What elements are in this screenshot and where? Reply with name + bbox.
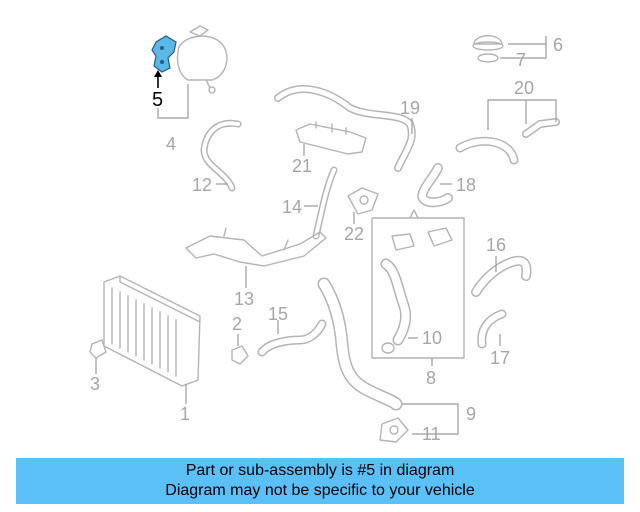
part-2-bracket[interactable] [231,345,249,365]
callout-12: 12 [192,175,212,195]
callout-4: 4 [166,134,176,154]
part-8-assembly[interactable] [371,209,465,359]
part-16-hose[interactable] [471,255,532,297]
banner-line-1: Part or sub-assembly is #5 in diagram [185,462,455,479]
part-19-pipe[interactable] [274,85,416,172]
callout-19: 19 [400,98,420,118]
callout-17: 17 [490,348,510,368]
callout-1: 1 [180,404,190,424]
part-4-expansion-tank[interactable] [176,25,228,94]
part-18-hose[interactable] [417,163,453,208]
callout-14: 14 [282,197,302,217]
callout-22: 22 [344,224,364,244]
info-banner: Part or sub-assembly is #5 in diagram Di… [16,458,624,504]
part-3-bracket[interactable] [89,339,107,359]
callout-11: 11 [422,424,441,444]
callout-21: 21 [292,156,312,176]
callout-6: 6 [553,35,563,55]
part-9-hose[interactable] [317,277,403,411]
part-6-cap[interactable] [472,35,504,51]
parts-diagram: 5 4 6 7 20 19 21 12 18 14 22 16 13 15 2 … [89,25,563,444]
part-11-fitting[interactable] [379,417,409,443]
callout-20-lead [487,99,557,130]
part-12-hose[interactable] [200,119,242,192]
callout-16: 16 [486,235,506,255]
callout-8: 8 [426,368,436,388]
banner-line-2: Diagram may not be specific to your vehi… [165,482,475,499]
callout-5: 5 [152,89,163,111]
callout-20: 20 [514,78,534,98]
callout-6-7-lead [500,36,547,59]
callout-4-bracket [157,84,189,119]
part-14-hose[interactable] [312,166,338,240]
callout-9: 9 [466,404,476,424]
callout-7: 7 [516,50,526,70]
part-17-hose[interactable] [477,309,507,349]
callout-3: 3 [90,374,100,394]
part-21-pipe-assembly[interactable] [295,121,367,155]
callout-2: 2 [232,314,242,334]
callout-15: 15 [268,304,288,324]
part-22-fitting[interactable] [347,187,379,215]
callout-13: 13 [234,289,254,309]
callout-10: 10 [422,328,442,348]
part-7-seal[interactable] [477,53,499,63]
callout-9-11-lead [402,403,459,435]
callout-5-arrowhead [154,70,162,77]
part-1-radiator[interactable] [103,275,201,387]
part-13-pipe-assembly[interactable] [185,227,327,267]
part-15-hose[interactable] [257,319,327,357]
callout-18: 18 [456,175,476,195]
part-5-highlighted[interactable] [151,35,177,73]
part-20-hose[interactable] [455,118,560,165]
